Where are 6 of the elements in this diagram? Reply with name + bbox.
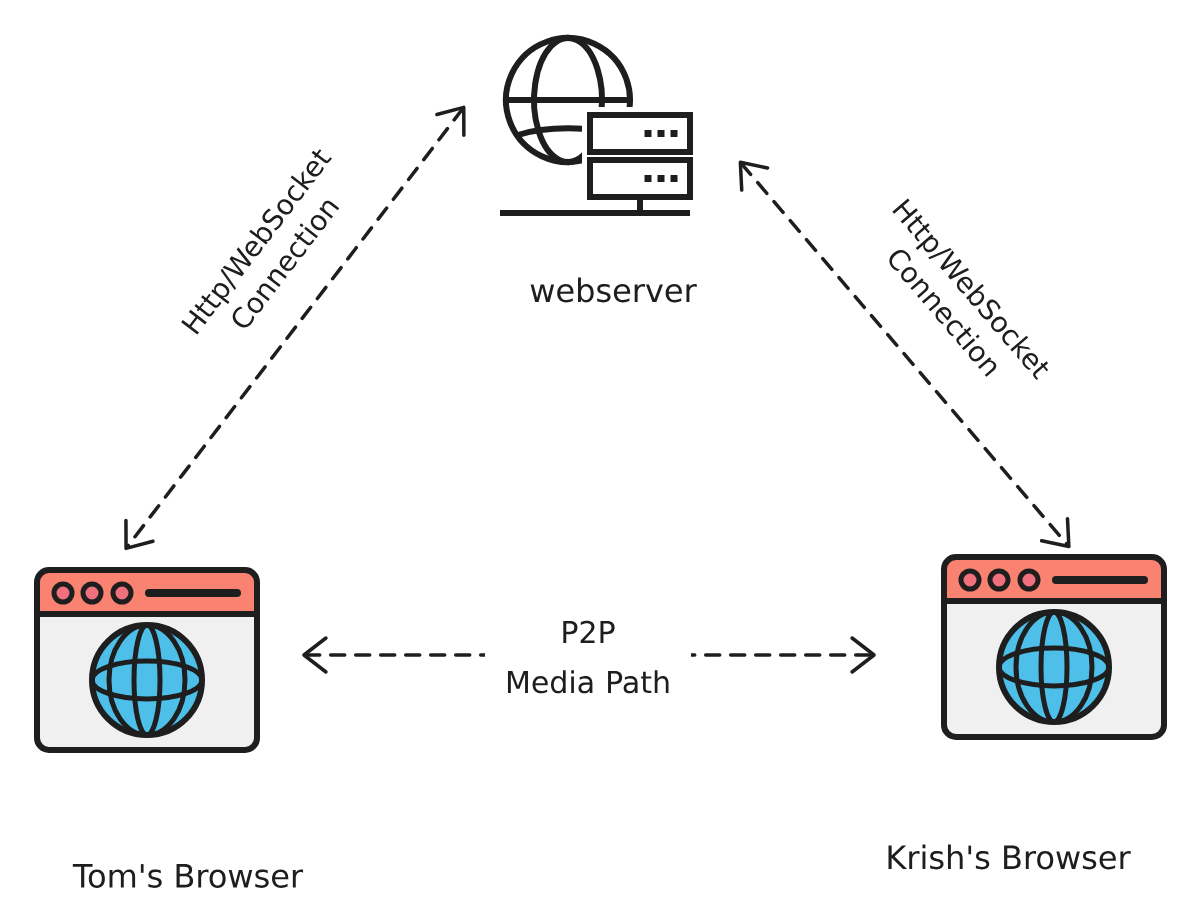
node-label: webserver bbox=[530, 277, 697, 303]
edge-label: P2P Media Path bbox=[485, 617, 691, 697]
node-label: Tom's Browser bbox=[72, 864, 304, 888]
node-label: Krish's Browser bbox=[888, 844, 1131, 870]
arrow bbox=[124, 105, 466, 551]
arrow bbox=[738, 160, 1071, 549]
